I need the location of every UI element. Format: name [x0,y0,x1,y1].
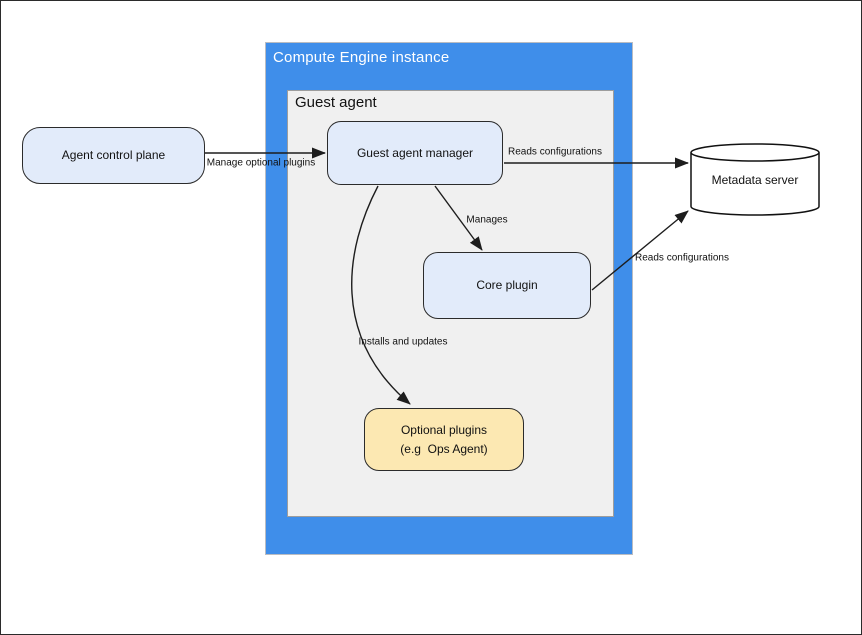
node-label: Guest agent manager [356,145,474,160]
node-metadata-server-label: Metadata server [711,173,799,187]
node-agent-control-plane: Agent control plane [22,127,205,184]
node-guest-agent-manager: Guest agent manager [327,121,503,185]
guest-agent-title: Guest agent [295,94,377,111]
node-label: Agent control plane [61,148,166,163]
node-label: Core plugin [476,278,538,293]
edge-label-core-reads-configurations: Reads configurations [635,252,729,264]
compute-engine-instance-title: Compute Engine instance [273,49,450,66]
node-core-plugin: Core plugin [423,252,591,319]
edge-label-manage-optional-plugins: Manage optional plugins [206,157,316,169]
node-label: Optional plugins (e.g Ops Agent) [400,422,488,456]
edge-label-manages: Manages [466,214,508,226]
edge-label-manager-reads-configurations: Reads configurations [508,146,602,158]
node-optional-plugins: Optional plugins (e.g Ops Agent) [364,408,524,471]
edge-label-installs-and-updates: Installs and updates [358,336,448,348]
